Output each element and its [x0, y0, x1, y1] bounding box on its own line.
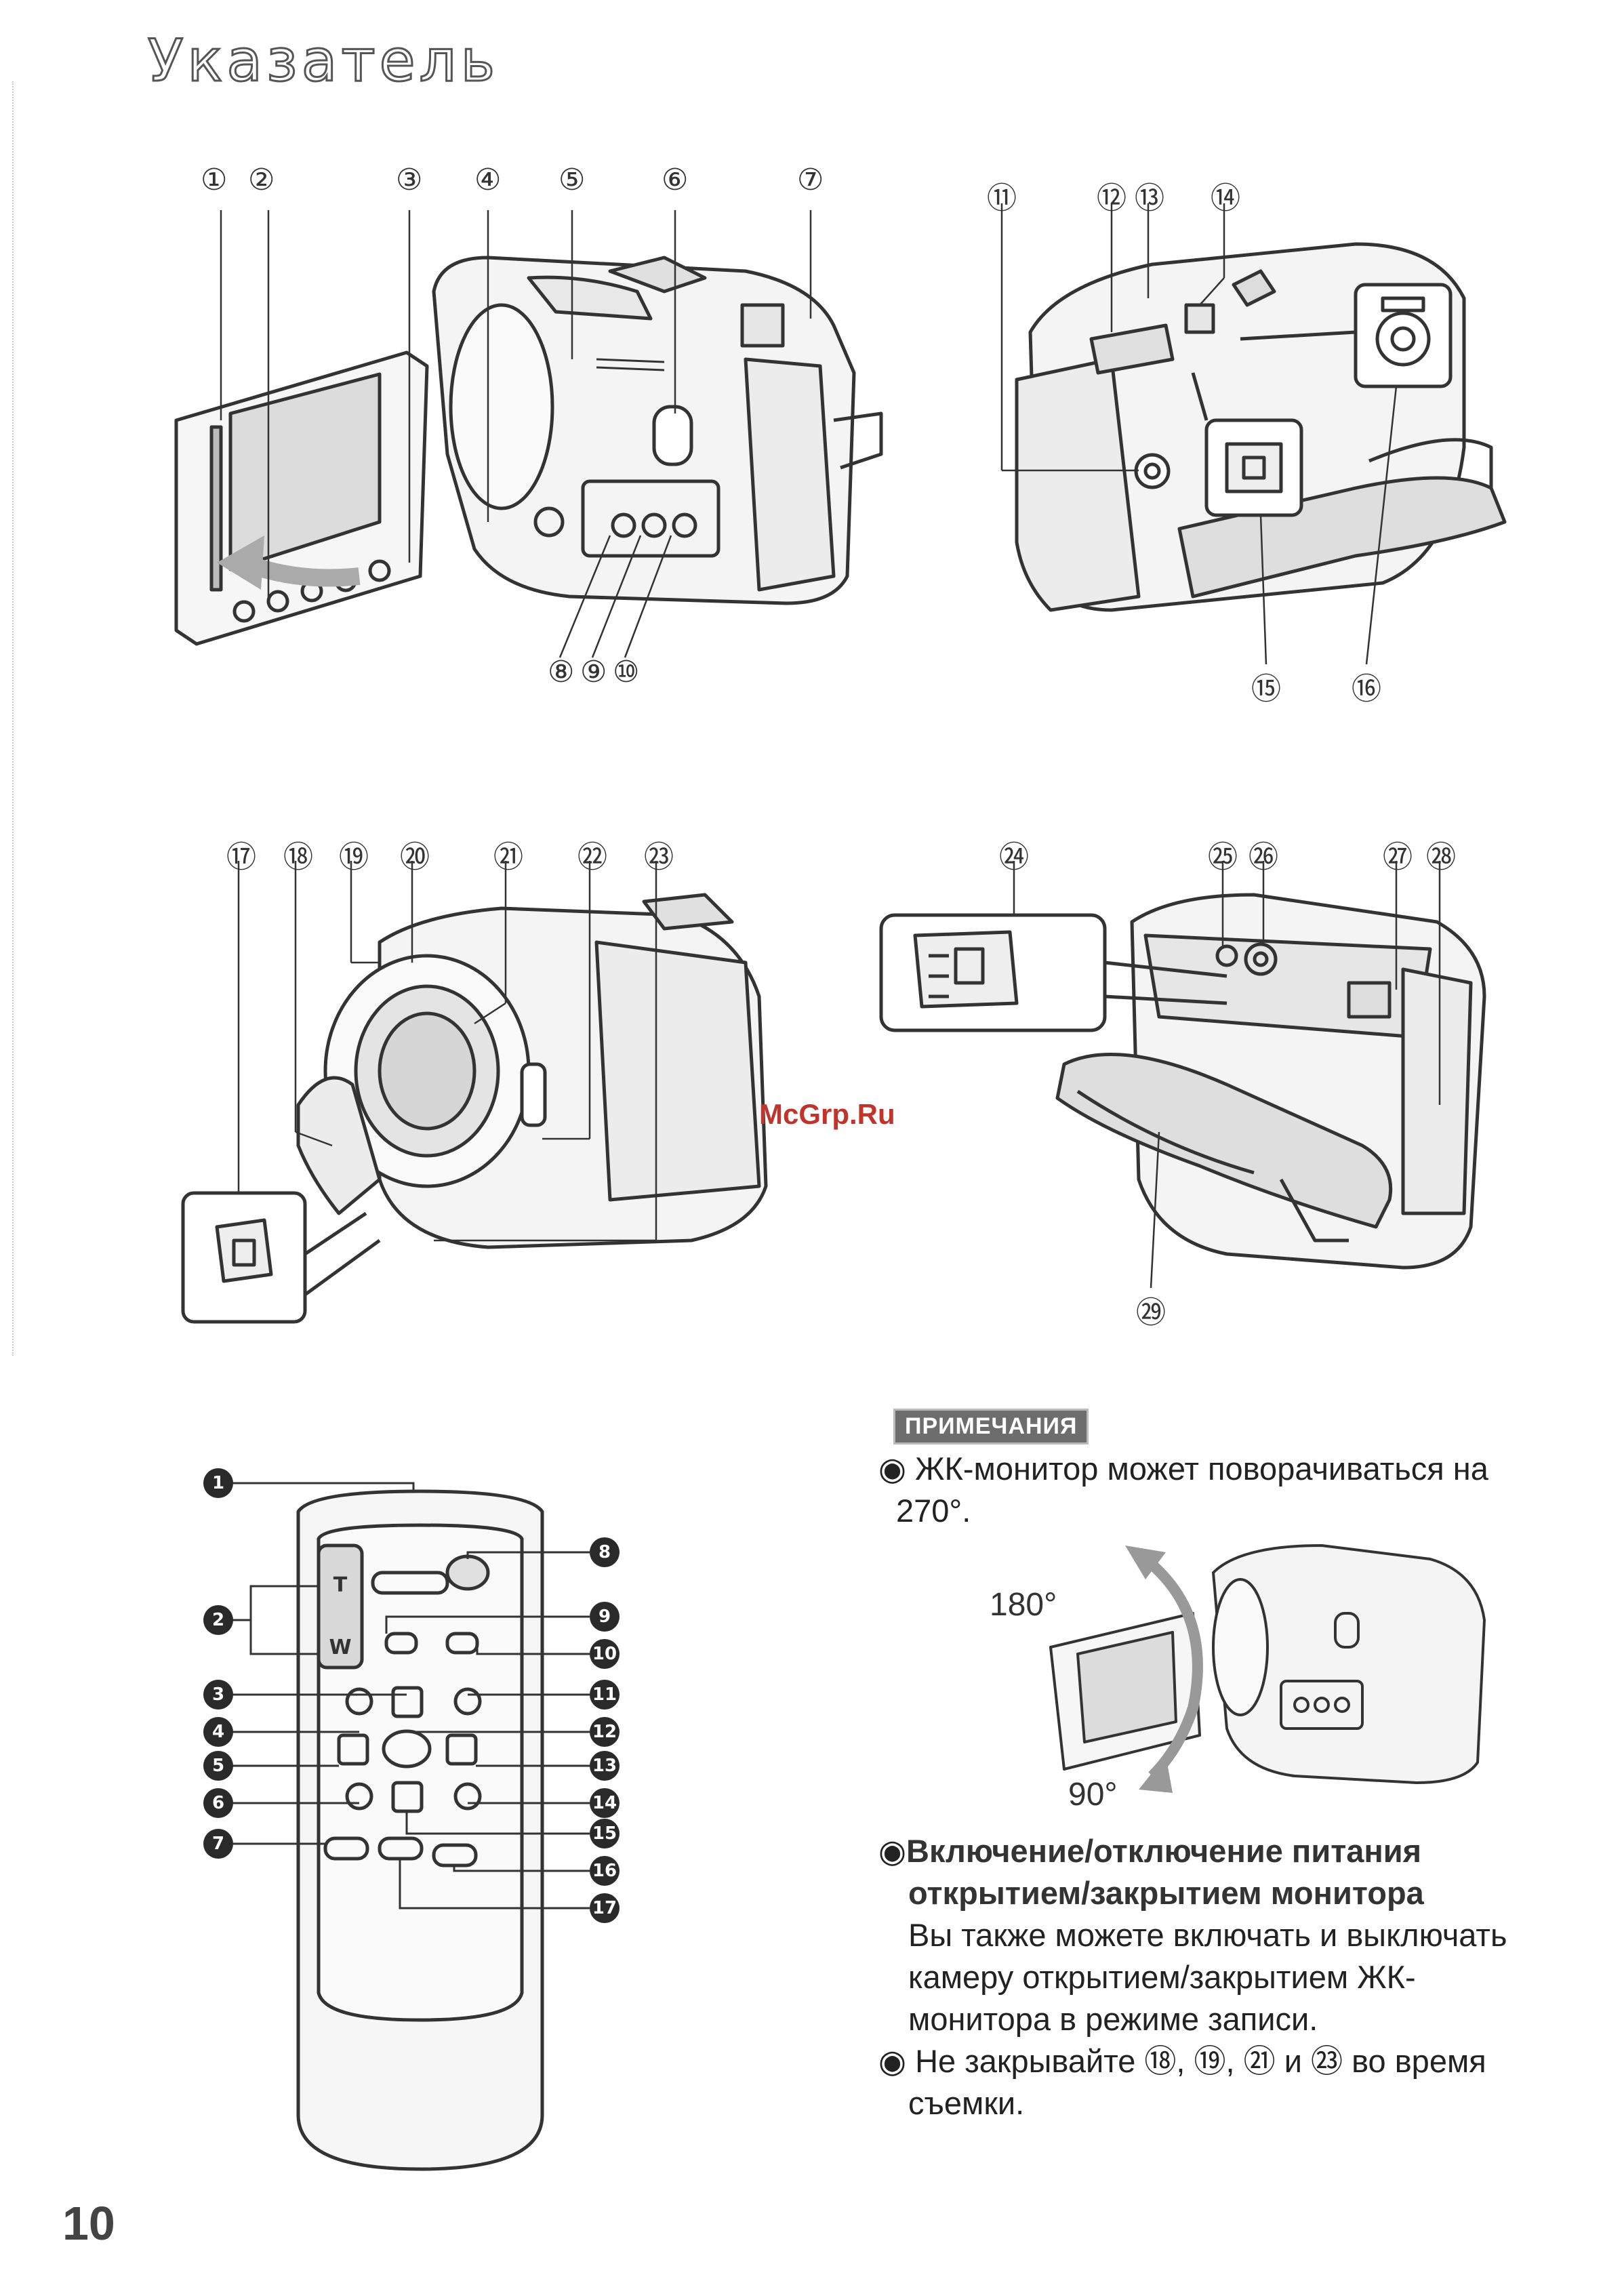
callout-7: ⑦	[797, 163, 824, 197]
callout-6: ⑥	[662, 163, 689, 197]
note2-line1: Вы также можете включать и выключать	[908, 1917, 1507, 1953]
remote-callout-13: 13	[590, 1751, 620, 1781]
callout-3: ③	[396, 163, 423, 197]
remote-callout-3: 3	[203, 1680, 233, 1710]
callout-22: ㉒	[577, 840, 607, 874]
callout-27: ㉗	[1383, 840, 1413, 874]
note2-line3: монитора в режиме записи.	[908, 2001, 1318, 2037]
callout-21: ㉑	[493, 840, 523, 874]
zoom-t-label: T	[333, 1573, 348, 1597]
remote-callout-1: 1	[203, 1468, 233, 1498]
note1-line1: ЖК-монитор может поворачиваться на	[915, 1451, 1488, 1487]
callout-2: ②	[248, 163, 275, 197]
callout-15: ⑮	[1251, 672, 1281, 706]
note-bullet-3: ◉ Не закрывайте ⑱, ⑲, ㉑ и ㉓ во время съе…	[878, 2040, 1486, 2124]
remote-callout-16: 16	[590, 1856, 620, 1886]
camcorder-drawing-2	[1000, 203, 1507, 665]
camcorder-drawing-3	[181, 861, 768, 1324]
remote-callout-12: 12	[590, 1717, 620, 1747]
callout-28: ㉘	[1426, 840, 1456, 874]
remote-callout-14: 14	[590, 1788, 620, 1818]
note1-line2: 270°.	[896, 1493, 971, 1529]
watermark: McGrp.Ru	[759, 1098, 895, 1130]
remote-callout-17: 17	[590, 1893, 620, 1923]
bullet-icon: ◉	[878, 1833, 907, 1869]
remote-callout-6: 6	[203, 1788, 233, 1818]
callout-20: ⑳	[400, 840, 430, 874]
remote-callout-8: 8	[590, 1537, 620, 1567]
bullet-icon: ◉	[878, 1451, 916, 1487]
remote-callout-7: 7	[203, 1829, 233, 1859]
note-bullet-2: ◉Включение/отключение питания открытием/…	[878, 1830, 1507, 2040]
callout-8: ⑧	[548, 655, 575, 689]
callout-29: ㉙	[1136, 1295, 1166, 1330]
lcd-rotation-drawing	[1049, 1544, 1486, 1793]
callout-19: ⑲	[339, 840, 369, 874]
angle-90-label: 90°	[1068, 1777, 1118, 1813]
notes-heading: ПРИМЕЧАНИЯ	[893, 1409, 1089, 1444]
callout-18: ⑱	[283, 840, 313, 874]
callout-1: ①	[201, 163, 228, 197]
page-fold-line	[12, 81, 14, 1356]
remote-callout-9: 9	[590, 1602, 620, 1632]
note3-line2: съемки.	[908, 2085, 1025, 2121]
zoom-w-label: W	[329, 1636, 351, 1659]
callout-4: ④	[474, 163, 502, 197]
note3-line1: Не закрывайте ⑱, ⑲, ㉑ и ㉓ во время	[915, 2043, 1486, 2079]
callout-14: ⑭	[1211, 181, 1240, 216]
bullet-icon: ◉	[878, 2043, 916, 2079]
note2-line2: камеру открытием/закрытием ЖК-	[908, 1959, 1416, 1995]
remote-callout-4: 4	[203, 1717, 233, 1747]
page-title: Указатель	[146, 26, 500, 96]
callout-23: ㉓	[644, 840, 674, 874]
page-number: 10	[62, 2197, 115, 2250]
callout-17: ⑰	[226, 840, 256, 874]
remote-callout-10: 10	[590, 1639, 620, 1669]
callout-9: ⑨	[580, 655, 607, 689]
angle-180-label: 180°	[990, 1587, 1057, 1623]
remote-callout-15: 15	[590, 1819, 620, 1848]
remote-callout-5: 5	[203, 1751, 233, 1781]
callout-13: ⑬	[1135, 181, 1164, 216]
note-bullet-1: ◉ ЖК-монитор может поворачиваться на 270…	[878, 1448, 1488, 1532]
callout-5: ⑤	[559, 163, 586, 197]
remote-drawing: T W	[224, 1482, 590, 2171]
note2-heading1: Включение/отключение питания	[906, 1833, 1422, 1869]
camcorder-drawing-1	[174, 210, 883, 658]
remote-callout-2: 2	[203, 1605, 233, 1635]
callout-10: ⑩	[613, 655, 640, 689]
remote-callout-11: 11	[590, 1680, 620, 1710]
note2-heading2: открытием/закрытием монитора	[908, 1875, 1424, 1911]
camcorder-drawing-4	[879, 861, 1486, 1289]
callout-16: ⑯	[1352, 672, 1381, 706]
